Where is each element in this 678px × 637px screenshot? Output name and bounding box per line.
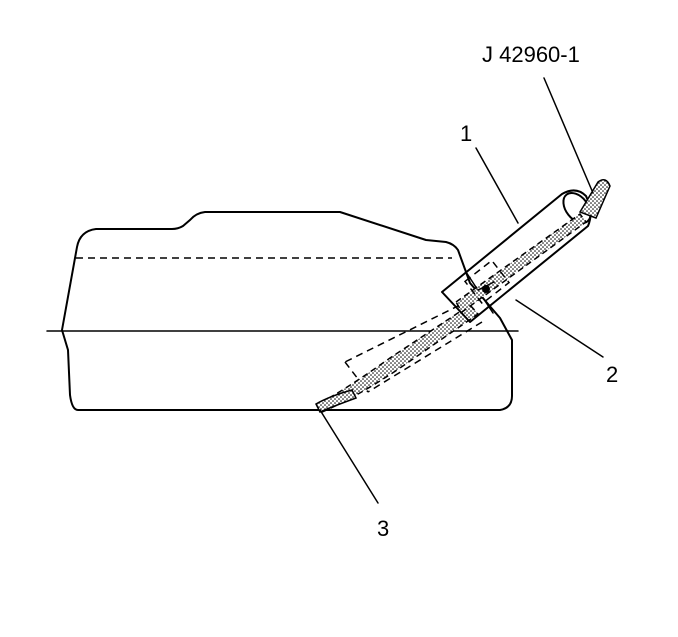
callout-3: 3	[377, 516, 389, 541]
callout-2: 2	[606, 362, 618, 387]
check-valve-dashed	[463, 259, 511, 305]
filler-tube	[441, 189, 592, 323]
check-valve-mark	[477, 281, 495, 291]
leader-tool	[543, 77, 594, 194]
leader-1	[475, 147, 519, 224]
callout-1: 1	[460, 121, 472, 146]
siphon-tool	[578, 179, 611, 219]
filler-neck-hidden-edge-lower	[367, 321, 483, 393]
siphon-hose-end	[315, 389, 358, 413]
fuel-tank-outline	[61, 211, 513, 411]
filler-neck-hidden-edge-end	[344, 361, 369, 393]
leader-3	[319, 409, 379, 504]
leader-2	[515, 299, 604, 358]
tool-label: J 42960-1	[482, 42, 580, 67]
